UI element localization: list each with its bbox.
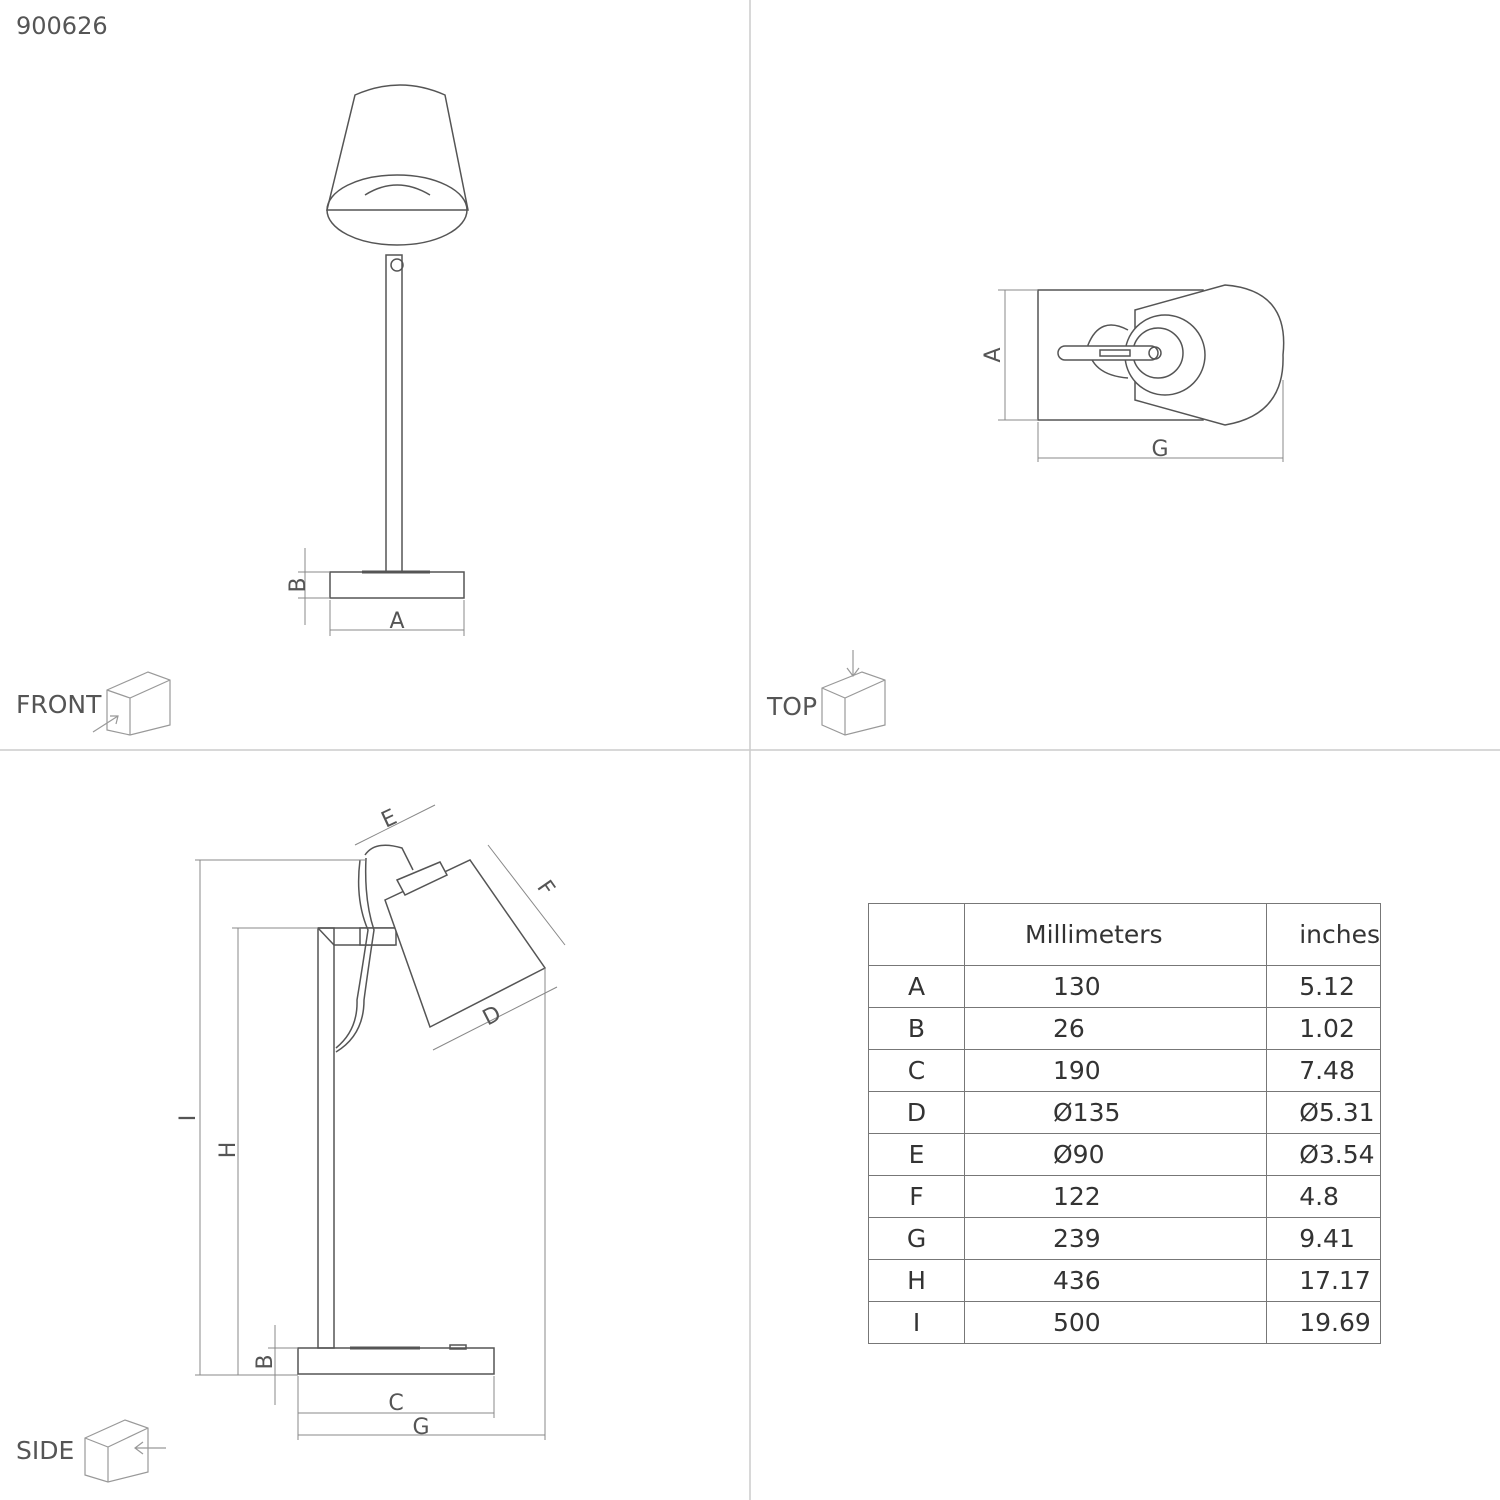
row-mm: 130 bbox=[963, 965, 1268, 1008]
header-inches: inches bbox=[1266, 903, 1381, 966]
side-dim-g: G bbox=[412, 1415, 429, 1440]
row-label: C bbox=[868, 1049, 965, 1092]
side-dim-b: B bbox=[253, 1354, 278, 1369]
front-dim-a: A bbox=[389, 609, 404, 634]
top-view-lamp bbox=[1037, 284, 1285, 426]
row-in: Ø5.31 bbox=[1266, 1091, 1381, 1134]
row-label: D bbox=[868, 1091, 965, 1134]
side-dim-c: C bbox=[388, 1391, 403, 1416]
row-in: 5.12 bbox=[1266, 965, 1381, 1008]
side-dim-e: E bbox=[378, 805, 401, 834]
top-dim-g: G bbox=[1151, 437, 1168, 462]
front-cube-icon bbox=[92, 671, 171, 736]
side-dim-d: D bbox=[479, 1001, 505, 1031]
row-in: 9.41 bbox=[1266, 1217, 1381, 1260]
front-view-lamp bbox=[326, 84, 469, 599]
side-dim-f: F bbox=[531, 876, 559, 901]
top-dim-a: A bbox=[981, 347, 1006, 362]
header-blank bbox=[868, 903, 965, 966]
row-label: I bbox=[868, 1301, 965, 1344]
row-mm: 190 bbox=[963, 1049, 1268, 1092]
side-dim-i: I bbox=[176, 1115, 201, 1122]
top-view-label: TOP bbox=[767, 692, 818, 721]
row-in: Ø3.54 bbox=[1266, 1133, 1381, 1176]
row-label: G bbox=[868, 1217, 965, 1260]
row-label: E bbox=[868, 1133, 965, 1176]
row-in: 1.02 bbox=[1266, 1007, 1381, 1050]
front-view-label: FRONT bbox=[16, 690, 102, 719]
side-view-lamp bbox=[297, 844, 547, 1375]
side-dim-h: H bbox=[216, 1142, 241, 1159]
row-in: 17.17 bbox=[1266, 1259, 1381, 1302]
side-cube-icon bbox=[84, 1419, 166, 1483]
row-label: A bbox=[868, 965, 965, 1008]
row-in: 4.8 bbox=[1266, 1175, 1381, 1218]
header-millimeters: Millimeters bbox=[963, 903, 1268, 966]
table-header-row: Millimeters inches bbox=[868, 903, 1381, 966]
row-mm: 436 bbox=[963, 1259, 1268, 1302]
side-view-label: SIDE bbox=[16, 1436, 75, 1465]
top-cube-icon bbox=[821, 650, 886, 736]
row-label: F bbox=[868, 1175, 965, 1218]
front-dim-b: B bbox=[286, 577, 311, 592]
row-label: H bbox=[868, 1259, 965, 1302]
side-dimensions bbox=[195, 804, 566, 1440]
row-mm: Ø90 bbox=[963, 1133, 1268, 1176]
row-mm: 26 bbox=[963, 1007, 1268, 1050]
row-in: 19.69 bbox=[1266, 1301, 1381, 1344]
row-mm: Ø135 bbox=[963, 1091, 1268, 1134]
top-dimensions bbox=[998, 289, 1284, 462]
row-label: B bbox=[868, 1007, 965, 1050]
row-mm: 122 bbox=[963, 1175, 1268, 1218]
row-in: 7.48 bbox=[1266, 1049, 1381, 1092]
product-code: 900626 bbox=[16, 12, 108, 40]
row-mm: 239 bbox=[963, 1217, 1268, 1260]
row-mm: 500 bbox=[963, 1301, 1268, 1344]
front-dimensions bbox=[298, 548, 465, 636]
